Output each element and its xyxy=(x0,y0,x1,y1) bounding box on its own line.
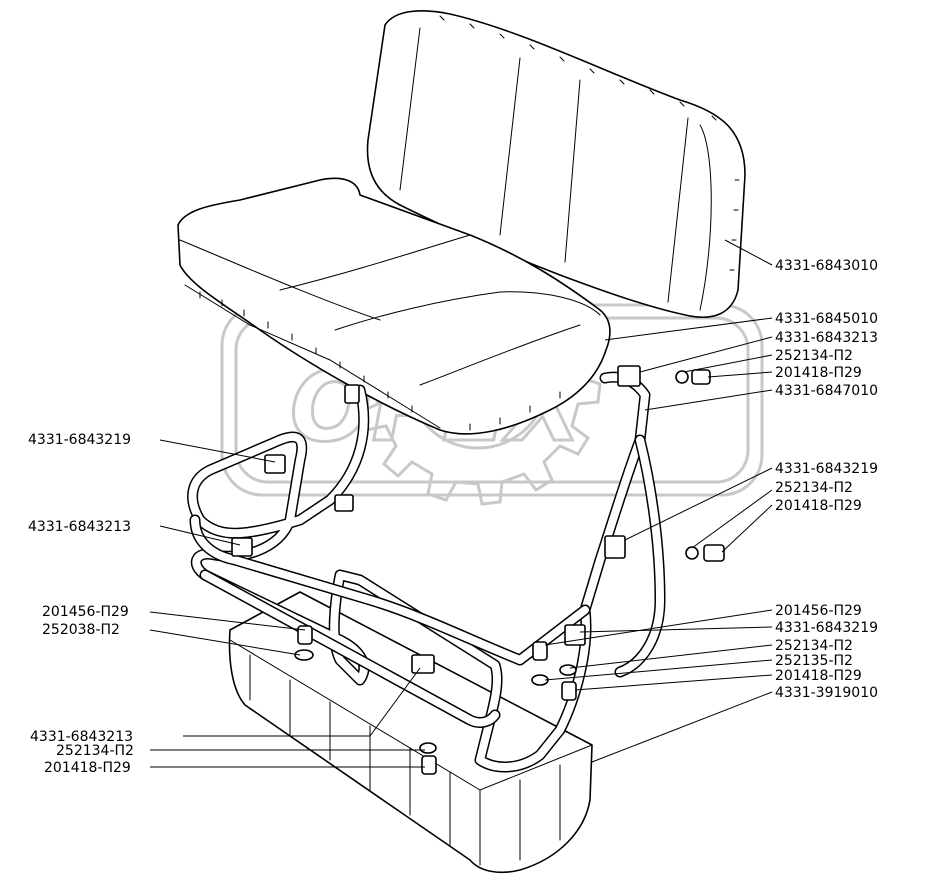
seat-frame xyxy=(187,371,666,773)
bolt-left xyxy=(297,625,313,645)
brackets xyxy=(231,365,725,775)
washer-bottom xyxy=(419,742,437,754)
backrest xyxy=(366,10,746,319)
label-bottom-washer: 252134-П2 xyxy=(56,743,134,759)
bolt-top-right xyxy=(691,369,711,385)
washer-left xyxy=(294,649,314,661)
tool-box xyxy=(228,591,593,874)
label-toolbox: 4331-3919010 xyxy=(775,685,878,701)
bracket-left-mid xyxy=(231,537,253,557)
bolt-right-2 xyxy=(561,681,577,701)
label-top-right-bolt: 201418-П29 xyxy=(775,365,862,381)
backrest-stitching xyxy=(439,15,740,271)
cushion-stitching xyxy=(199,291,561,431)
label-left-bolt: 201456-П29 xyxy=(42,604,129,620)
label-cushion: 4331-6845010 xyxy=(775,311,878,327)
label-backrest: 4331-6843010 xyxy=(775,258,878,274)
bracket-left-upper xyxy=(264,454,286,474)
washer-right-1 xyxy=(559,664,577,676)
bolt-right xyxy=(532,641,548,661)
bracket-bottom xyxy=(411,654,435,674)
label-top-right-bracket: 4331-6843213 xyxy=(775,330,878,346)
bracket-top-right xyxy=(617,365,641,387)
washer-top-right xyxy=(675,370,689,384)
label-left-mid-bracket: 4331-6843213 xyxy=(28,519,131,535)
bolt-bottom xyxy=(421,755,437,775)
label-mid-right-bolt: 201418-П29 xyxy=(775,498,862,514)
label-left-washer: 252038-П2 xyxy=(42,622,120,638)
seat-cushion xyxy=(177,177,611,435)
label-left-upper-bracket: 4331-6843219 xyxy=(28,432,131,448)
label-right-bolt-2: 201418-П29 xyxy=(775,668,862,684)
label-right-washer-2: 252135-П2 xyxy=(775,653,853,669)
label-bottom-bracket: 4331-6843213 xyxy=(30,729,133,745)
label-top-right-washer: 252134-П2 xyxy=(775,348,853,364)
label-right-washer-1: 252134-П2 xyxy=(775,638,853,654)
label-right-bolt: 201456-П29 xyxy=(775,603,862,619)
bracket-right xyxy=(564,624,586,646)
washer-mid-right xyxy=(685,546,699,560)
bolt-mid-right xyxy=(703,544,725,562)
part-labels: 4331-6843010 4331-6845010 4331-6843213 2… xyxy=(28,258,878,776)
label-frame: 4331-6847010 xyxy=(775,383,878,399)
bracket-frame-clamp xyxy=(334,494,354,512)
label-mid-right-bracket: 4331-6843219 xyxy=(775,461,878,477)
label-bottom-bolt: 201418-П29 xyxy=(44,760,131,776)
bracket-cushion-clamp xyxy=(344,384,360,404)
label-mid-right-washer: 252134-П2 xyxy=(775,480,853,496)
label-right-bracket: 4331-6843219 xyxy=(775,620,878,636)
bracket-mid-right xyxy=(604,535,626,559)
callout-lines xyxy=(149,239,773,768)
